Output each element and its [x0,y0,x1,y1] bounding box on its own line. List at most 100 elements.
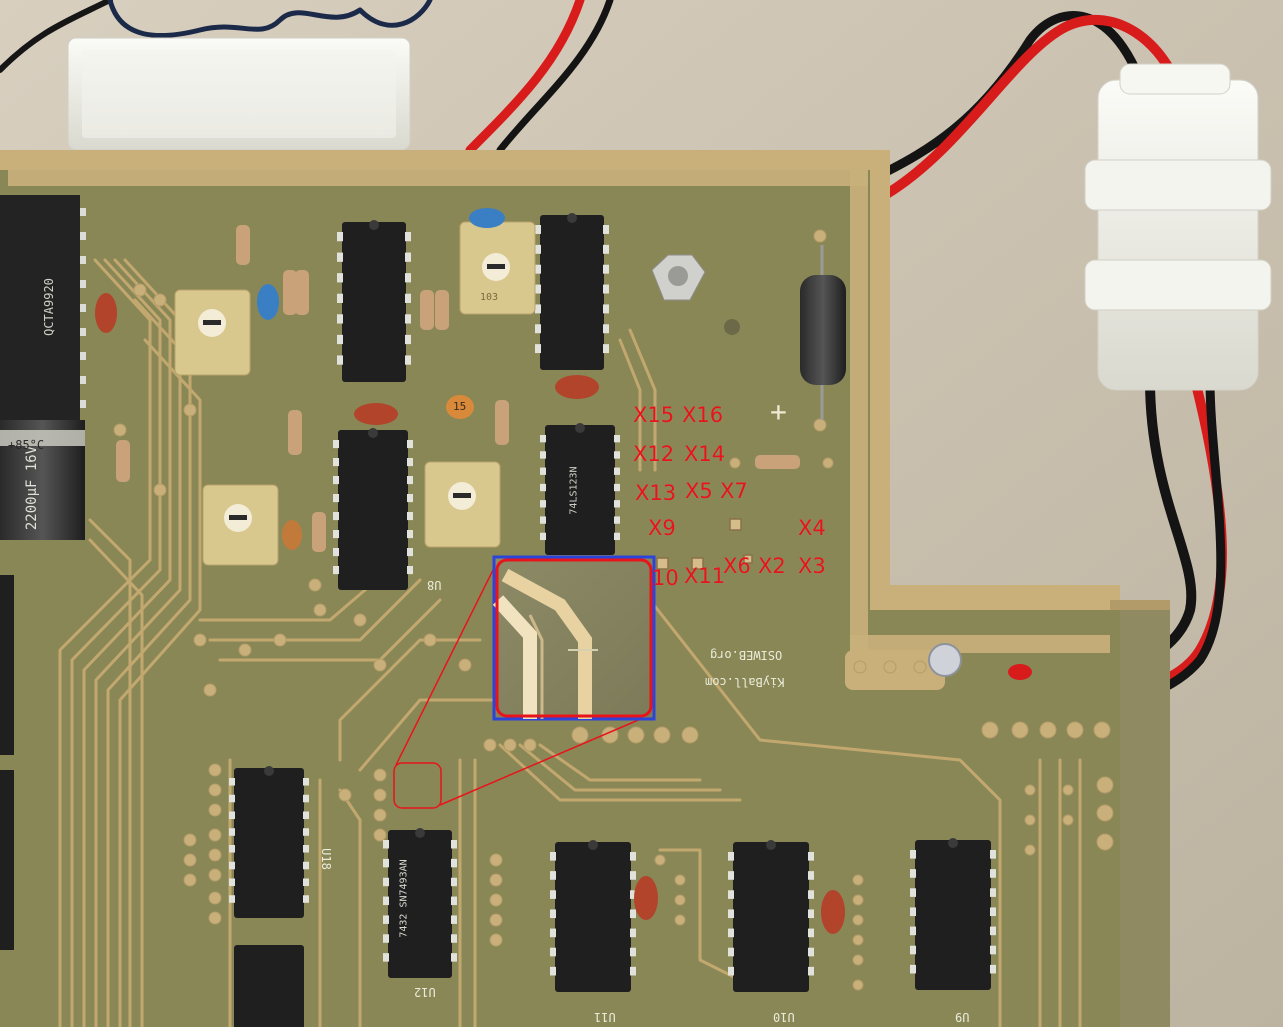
chip-pin [405,232,411,242]
chip-pin [728,928,734,938]
chip-pin [540,435,546,443]
background-wires [0,0,614,155]
chip-pin [535,244,541,254]
pot-marking: 103 [480,292,499,303]
chip-pin [728,947,734,957]
chip-pin [603,324,609,334]
chip-pin [550,928,556,938]
trimmer-pot-3 [202,484,279,566]
chip-pin [728,871,734,880]
chip-pin [535,225,541,234]
silk-url-line2: OSIWEB.org [710,648,783,662]
pcb-traces [58,258,1082,1027]
chip-pin [405,355,411,365]
chip-pin [303,828,309,836]
chip-pin [407,494,413,503]
chip-pins [229,213,996,976]
chip-pin [808,928,814,938]
chip-pin [910,850,916,859]
label-x14: X14 [684,442,726,466]
chip-pin [405,273,411,283]
chip-pin [728,966,734,976]
chip-pin [808,852,814,861]
chip-pin [910,964,916,974]
chip-u8 [338,430,408,590]
label-x11: X11 [684,564,726,588]
chip-pin [990,907,996,917]
chip-pin [383,840,389,849]
chip-left-edge [0,575,14,950]
chip-pin [614,516,620,524]
chip-notch [575,423,585,433]
chip-pin [603,264,609,274]
chip-pin [990,888,996,897]
chip-pin [614,467,620,475]
label-x6: X6 [723,554,751,578]
chip-notch [264,766,274,776]
chip-pin [614,483,620,492]
chip-pin [405,334,411,345]
chip-pin [451,877,457,887]
chip-pin [405,252,411,262]
chip-pin [990,869,996,878]
resistors [116,225,800,552]
chip-pin [614,451,620,459]
chip-pin [990,945,996,955]
chip-pin [603,284,609,294]
chip-pin [303,895,309,903]
chip-pin [630,928,636,938]
chip-pin [333,494,339,503]
plus-marking: + [770,395,787,428]
label-x7: X7 [720,479,748,503]
chip-pin [728,890,734,899]
pcb-pads [113,229,1114,991]
chip-pin [451,953,457,962]
chip-pin [540,532,546,541]
chip-pin [540,500,546,508]
chip-pin [451,934,457,943]
chip-notch [368,428,378,438]
cap-temp-marking: +85°C [8,438,45,452]
chip-pin [407,476,413,485]
silk-u9: U9 [955,1010,970,1024]
chip-pin [303,845,309,853]
chip-pin [808,890,814,899]
chip-u11 [555,842,631,992]
chip-pin [550,852,556,861]
silk-u8: U8 [427,578,442,592]
chip-pin [603,344,609,354]
label-x13: X13 [635,481,677,505]
chip-pin [614,435,620,443]
chip-notch [567,213,577,223]
chip-pin [407,440,413,449]
trimmer-pot-4 [424,461,501,548]
chip-pin [614,500,620,508]
chip-pin [535,344,541,354]
chip-pin [383,877,389,887]
chip-pin [303,861,309,870]
label-x4: X4 [798,516,826,540]
chip-notch [588,840,598,850]
chip-pin [407,566,413,575]
chip-notch [369,220,379,230]
chip-pin [910,888,916,897]
chip-pin [550,947,556,957]
silk-u11: U11 [594,1010,616,1024]
chip-pin [603,304,609,314]
chip-pin [337,355,343,365]
chip-pin [229,861,235,870]
chip-pin [383,858,389,868]
chip-pin [229,778,235,786]
label-x12: X12 [633,442,675,466]
chip-pin [451,858,457,868]
chip-pin [229,811,235,820]
dip-chips [0,215,991,1027]
chip-pin [614,532,620,541]
trimmer-pots [174,221,536,566]
chip-pin [229,845,235,853]
chip-pin [451,896,457,906]
chip-pin [603,244,609,254]
ic-large-left [0,195,86,430]
cap15-marking: 15 [453,400,467,413]
chip-pin [407,530,413,539]
